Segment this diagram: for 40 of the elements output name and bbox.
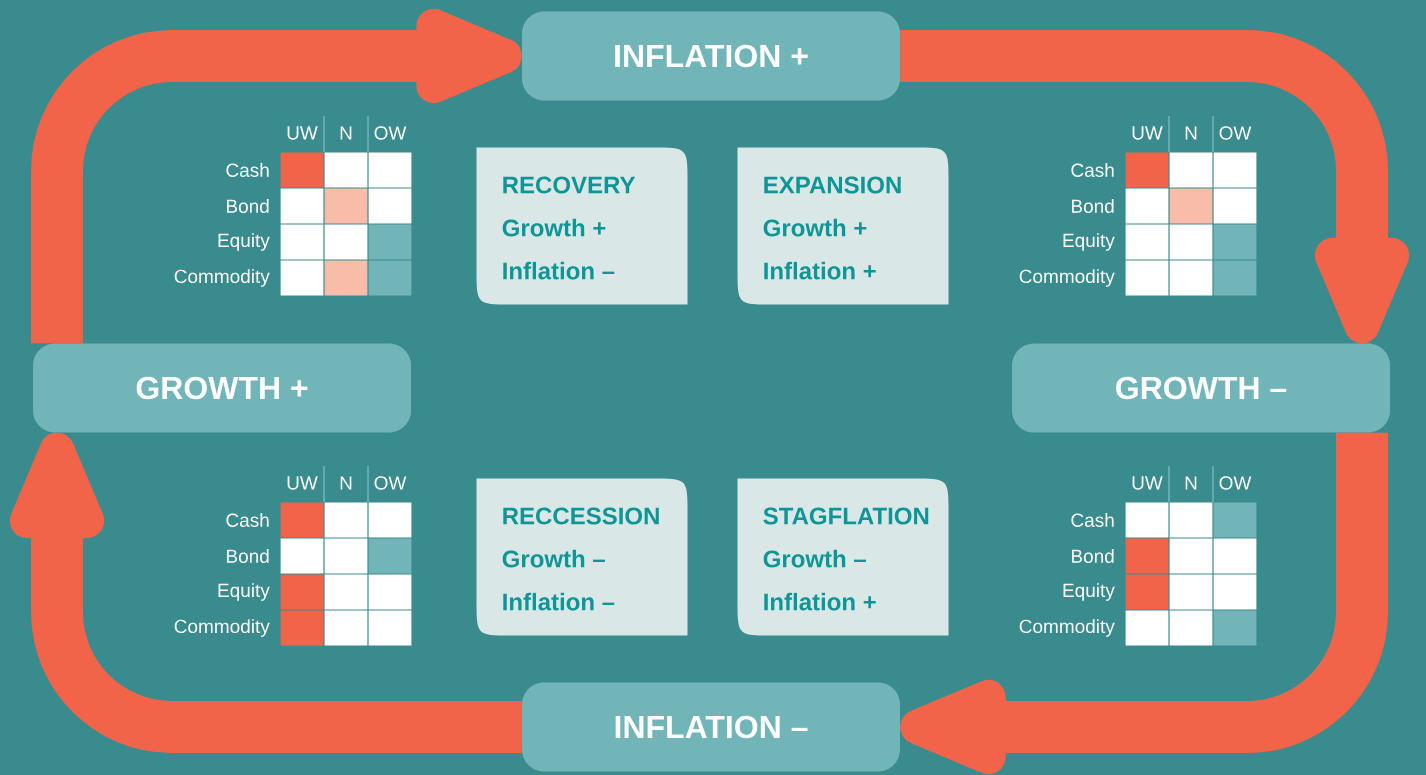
column-header: UW <box>1132 476 1163 490</box>
column-header: UW <box>1132 126 1163 140</box>
column-header: OW <box>374 126 407 140</box>
row-label: Bond <box>1072 199 1114 213</box>
column-header: OW <box>1219 126 1252 140</box>
axis-box: GROWTH + <box>33 343 411 433</box>
row-label: Cash <box>1071 513 1114 527</box>
axis-box: INFLATION – <box>522 682 900 772</box>
row-label: Cash <box>226 513 269 527</box>
phase-box: EXPANSION Growth + Inflation + <box>737 147 949 305</box>
row-label: Commodity <box>1019 269 1115 287</box>
column-header: UW <box>287 126 318 140</box>
column-header: N <box>340 476 352 490</box>
axis-box: GROWTH – <box>1012 343 1390 433</box>
phase-box: STAGFLATION Growth – Inflation + <box>737 478 949 636</box>
row-label: Equity <box>218 233 270 251</box>
row-label: Bond <box>227 199 269 213</box>
row-label: Equity <box>1063 583 1115 601</box>
phase-box: RECCESSION Growth – Inflation – <box>476 478 688 636</box>
row-label: Commodity <box>1019 619 1115 637</box>
column-header: N <box>1185 476 1197 490</box>
cycle-arrow <box>900 30 1410 344</box>
column-header: N <box>1185 126 1197 140</box>
column-header: N <box>340 126 352 140</box>
row-label: Bond <box>227 549 269 563</box>
row-label: Commodity <box>174 269 270 287</box>
column-header: UW <box>287 476 318 490</box>
row-label: Commodity <box>174 619 270 637</box>
cycle-arrow <box>900 432 1388 775</box>
cycle-arrow <box>9 432 522 753</box>
row-label: Equity <box>218 583 270 601</box>
row-label: Bond <box>1072 549 1114 563</box>
row-label: Cash <box>1071 163 1114 177</box>
axis-box: INFLATION + <box>522 11 900 101</box>
cycle-arrow <box>31 8 522 344</box>
row-label: Equity <box>1063 233 1115 251</box>
column-header: OW <box>374 476 407 490</box>
column-header: OW <box>1219 476 1252 490</box>
row-label: Cash <box>226 163 269 177</box>
phase-box: RECOVERY Growth + Inflation – <box>476 147 688 305</box>
